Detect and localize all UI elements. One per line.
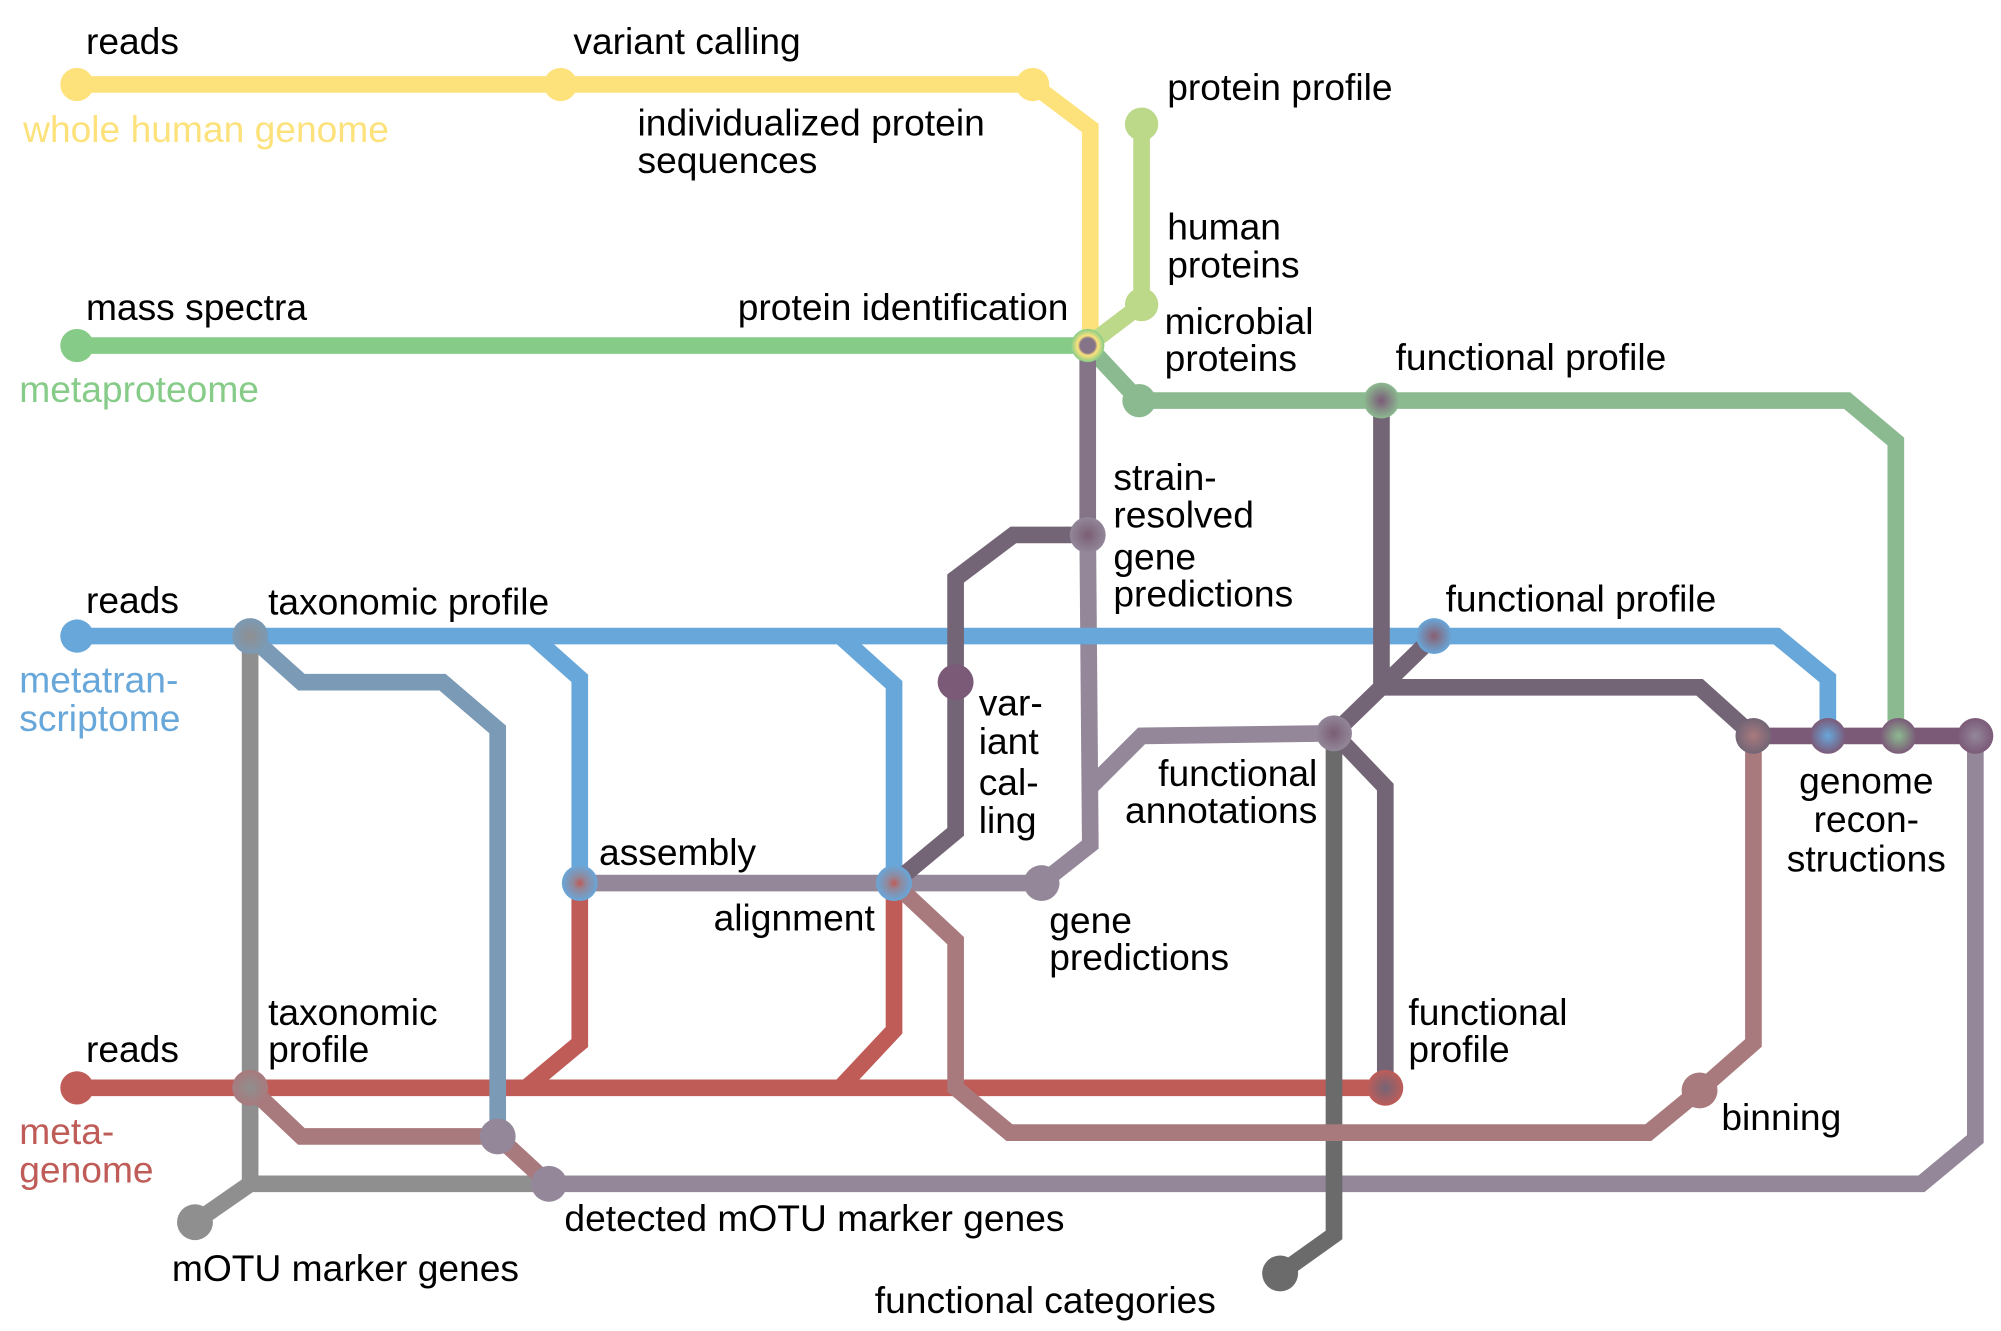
label-detected-motu-marker-genes: detected mOTU marker genes <box>564 1197 1064 1239</box>
label-mass-spectra: mass spectra <box>86 286 307 328</box>
station-microbial-proteins[interactable] <box>1122 383 1156 418</box>
stations <box>60 67 1994 1292</box>
label-protein-profile: protein profile <box>1167 66 1392 108</box>
line-metagenome-alignment <box>834 883 903 1094</box>
line-metagenome-motu <box>244 1081 555 1190</box>
line-gene-predictions-vertical <box>1036 534 1099 890</box>
omic-labels: whole human genome metaproteome metatran… <box>19 108 389 1190</box>
station-reads-genome[interactable] <box>60 67 94 102</box>
label-functional-categories: functional categories <box>875 1279 1216 1321</box>
station-mass-spectra[interactable] <box>60 328 94 363</box>
station-functional-annotations[interactable] <box>1316 715 1352 752</box>
line-functional-annotations <box>1084 725 1335 793</box>
station-detected-motu-2[interactable] <box>531 1165 567 1202</box>
station-assembly[interactable] <box>561 865 598 901</box>
station-functional-profile-metatranscriptome[interactable] <box>1416 618 1453 654</box>
station-taxonomic-profile-metatranscriptome[interactable] <box>232 618 269 654</box>
line-functional-profile-protein <box>1373 400 1760 743</box>
line-detected-motu <box>548 735 1984 1193</box>
line-functional-annotations-transcript <box>1328 630 1440 740</box>
label-variant-calling-genome: variant calling <box>573 20 800 62</box>
label-taxonomic-profile-metatranscriptome: taxonomic profile <box>268 580 549 622</box>
station-genome-reconstructions-4[interactable] <box>1957 717 1994 754</box>
label-reads-metagenome: reads <box>86 1028 179 1070</box>
label-alignment: alignment <box>714 896 876 938</box>
line-binning <box>888 735 1762 1141</box>
line-metagenome-assembly <box>520 883 589 1095</box>
label-protein-identification: protein identification <box>738 286 1069 328</box>
station-genome-reconstructions-2[interactable] <box>1809 717 1846 754</box>
line-variant-calling <box>888 526 1088 890</box>
station-reads-metagenome[interactable] <box>60 1071 94 1105</box>
line-functional-profile-metagenome <box>1327 727 1394 1088</box>
line-microbial-proteins <box>1081 339 1905 736</box>
station-taxonomic-profile-metagenome[interactable] <box>232 1069 269 1106</box>
station-human-proteins[interactable] <box>1124 287 1159 322</box>
station-detected-motu-1[interactable] <box>479 1118 516 1155</box>
omic-label-metatranscriptome: metatran-scriptome <box>19 658 180 738</box>
station-alignment[interactable] <box>876 865 912 901</box>
line-metatranscriptome <box>76 627 1837 736</box>
label-functional-profile-metatranscriptome: functional profile <box>1446 578 1717 620</box>
station-labels: reads variant calling individualized pro… <box>86 20 1946 1321</box>
station-functional-profile-metagenome[interactable] <box>1367 1069 1404 1106</box>
station-protein-profile[interactable] <box>1124 107 1159 141</box>
label-reads-genome: reads <box>86 20 179 62</box>
line-functional-categories <box>1275 733 1343 1281</box>
station-variant-calling-genome[interactable] <box>543 67 578 102</box>
station-functional-profile-protein[interactable] <box>1363 382 1400 419</box>
line-motu <box>190 636 259 1230</box>
station-genome-reconstructions-3[interactable] <box>1880 717 1917 754</box>
station-variant-calling-meta[interactable] <box>937 664 974 701</box>
station-reads-metatranscriptome[interactable] <box>60 619 94 653</box>
station-motu-marker-genes[interactable] <box>177 1204 213 1241</box>
line-metatranscriptome-assembly <box>526 629 589 884</box>
station-genome-reconstructions-1[interactable] <box>1735 717 1772 754</box>
station-gene-predictions[interactable] <box>1023 865 1060 901</box>
omic-label-metagenome: meta-genome <box>19 1110 153 1190</box>
label-binning: binning <box>1721 1096 1841 1138</box>
lines <box>76 76 1984 1281</box>
station-binning[interactable] <box>1681 1072 1718 1109</box>
line-metatranscriptome-motu <box>244 629 507 1137</box>
line-metatranscriptome-alignment <box>834 629 903 884</box>
station-strain-resolved-gene-predictions[interactable] <box>1069 517 1106 553</box>
station-individualized-protein-sequences[interactable] <box>1015 67 1050 102</box>
omic-label-metaproteome: metaproteome <box>19 368 259 410</box>
station-functional-categories[interactable] <box>1262 1255 1299 1292</box>
label-reads-metatranscriptome: reads <box>86 579 179 621</box>
omic-label-whole-human-genome: whole human genome <box>22 108 389 150</box>
label-functional-profile-protein: functional profile <box>1396 336 1667 378</box>
station-protein-identification[interactable] <box>1071 328 1105 363</box>
label-motu-marker-genes: mOTU marker genes <box>172 1247 519 1289</box>
label-assembly: assembly <box>599 831 756 873</box>
